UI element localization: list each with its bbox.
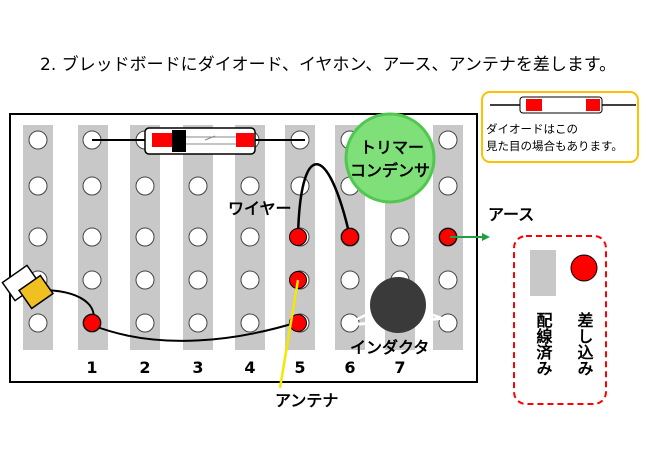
hole	[28, 176, 48, 196]
inductor-lead-right	[427, 311, 453, 324]
diode-band-right	[236, 133, 254, 147]
antenna-line	[278, 279, 300, 389]
note-line1: ダイオードはこの	[486, 122, 578, 136]
page-title: 2. ブレッドボードにダイオード、イヤホン、アース、アンテナを差します。	[40, 54, 616, 75]
earphone-cable	[39, 289, 299, 342]
diode-glass-detail	[186, 135, 236, 145]
hole	[240, 176, 260, 196]
column-number: 5	[294, 358, 305, 377]
column-number: 1	[86, 358, 97, 377]
red-pin	[83, 314, 101, 332]
hole	[390, 227, 410, 247]
column-numbers: 1 2 3 4 5 6 7	[86, 358, 405, 377]
inserted-pins	[83, 228, 457, 332]
legend-inserted-label: 差し込み	[575, 311, 594, 376]
hole	[438, 130, 458, 150]
earth-arrow-head	[482, 233, 490, 241]
hole	[135, 313, 155, 333]
column-number: 6	[344, 358, 355, 377]
hole	[82, 270, 102, 290]
hole	[438, 270, 458, 290]
earphone-plug-body	[17, 274, 55, 310]
earth-arrow: アース	[450, 205, 534, 241]
hole	[240, 270, 260, 290]
red-pin	[341, 228, 359, 246]
hole	[135, 227, 155, 247]
inductor-lead-left	[344, 311, 371, 327]
trimmer-capacitor: トリマー コンデンサ	[344, 112, 436, 204]
trimmer-label-line2: コンデンサ	[350, 161, 430, 180]
red-pin	[289, 314, 307, 332]
earphone-plug	[1, 264, 55, 310]
hole	[188, 176, 208, 196]
legend-wired-swatch	[530, 250, 556, 296]
hole	[340, 270, 360, 290]
column-number: 2	[139, 358, 150, 377]
hole	[188, 227, 208, 247]
red-pin	[289, 228, 307, 246]
hole	[28, 227, 48, 247]
note-line2: 見た目の場合もあります。	[486, 139, 623, 153]
diode-cathode-band	[172, 130, 186, 152]
hole	[188, 270, 208, 290]
trimmer-label-line1: トリマー	[360, 138, 424, 157]
hole	[290, 176, 310, 196]
wire-jumper	[296, 163, 352, 238]
hole	[28, 130, 48, 150]
hole	[240, 313, 260, 333]
hole	[82, 176, 102, 196]
note-diode-band-right	[586, 99, 600, 111]
hole	[28, 313, 48, 333]
hole	[82, 227, 102, 247]
hole	[135, 176, 155, 196]
hole	[240, 227, 260, 247]
column-number: 3	[192, 358, 203, 377]
earth-label: アース	[488, 205, 534, 224]
legend-box: 配線済み 差し込み	[513, 235, 607, 405]
antenna-label: アンテナ	[275, 391, 338, 410]
inductor: インダクタ	[344, 277, 453, 357]
diode-band-left	[152, 133, 172, 147]
column-number: 7	[394, 358, 405, 377]
hole	[135, 270, 155, 290]
diode	[92, 127, 305, 155]
wire-label: ワイヤー	[228, 199, 292, 218]
legend-inserted-swatch	[570, 254, 598, 282]
diode-note-box: ダイオードはこの 見た目の場合もあります。	[481, 91, 639, 163]
inductor-label: インダクタ	[350, 338, 429, 357]
trimmer-body	[344, 112, 436, 204]
column-number: 4	[244, 358, 255, 377]
note-diode-band-left	[526, 99, 542, 111]
legend-wired-label: 配線済み	[534, 312, 553, 376]
hole	[188, 313, 208, 333]
inductor-body	[370, 277, 426, 333]
hole	[438, 176, 458, 196]
